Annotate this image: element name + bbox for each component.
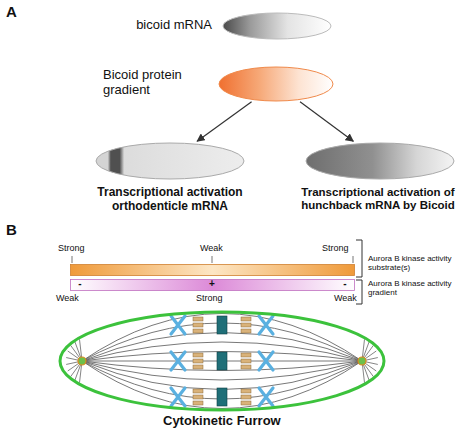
embryo-outline — [96, 143, 244, 179]
chromatid — [259, 352, 273, 370]
intensity-label: Strong — [58, 244, 85, 254]
chromatid — [259, 388, 273, 406]
mrna-embryo-shape — [222, 12, 332, 40]
protein-embryo: Bicoid protein gradient — [218, 66, 334, 102]
substrate-bar-shape — [70, 264, 355, 276]
orthodenticle-embryo: Transcriptional activation orthodenticle… — [95, 142, 245, 180]
gradient-bar: -+-Aurora B kinase activity gradient — [70, 279, 355, 291]
kinetochore — [193, 317, 203, 321]
intensity-label: Weak — [200, 244, 223, 254]
embryo-outline — [219, 67, 333, 101]
kinetochore — [241, 395, 251, 399]
midzone-block — [217, 388, 227, 406]
hunchback-embryo: Transcriptional activation of hunchback … — [305, 142, 455, 180]
panel-letter: B — [6, 222, 17, 239]
intensity-label: Weak — [56, 294, 79, 304]
protein-embryo-shape — [218, 66, 334, 102]
chromatid — [171, 388, 185, 406]
chromatid — [259, 316, 273, 334]
embryo-caption: bicoid mRNA — [104, 18, 212, 33]
kinetochore — [193, 353, 203, 357]
kinetochore — [193, 329, 203, 333]
arrow-connector — [197, 102, 251, 142]
embryo-outline — [223, 13, 331, 39]
tick-marks — [72, 256, 353, 263]
embryo-caption: Transcriptional activation of hunchback … — [283, 186, 473, 212]
intensity-label: Strong — [322, 244, 349, 254]
sign-mark: + — [206, 278, 218, 290]
sign-mark: - — [339, 278, 351, 290]
intensity-label: Strong — [196, 294, 223, 304]
kinetochore — [241, 365, 251, 369]
mitotic-spindle — [60, 312, 384, 410]
kinetochore — [193, 359, 203, 363]
chromatid — [171, 316, 185, 334]
panel-letter: A — [6, 4, 17, 21]
embryo-caption: Transcriptional activation orthodenticle… — [77, 186, 263, 214]
kinetochore — [193, 323, 203, 327]
kinetochore — [193, 395, 203, 399]
hunchback-embryo-shape — [305, 142, 455, 180]
gradient-bar-fill — [71, 265, 355, 276]
kinetochore — [241, 389, 251, 393]
figure-caption-label: Cytokinetic Furrow — [163, 414, 281, 428]
midzone-block — [217, 352, 227, 370]
spindle-pole — [78, 357, 86, 365]
orthodenticle-embryo-shape — [95, 142, 245, 180]
sign-mark: - — [74, 278, 86, 290]
kinetochore — [193, 365, 203, 369]
mrna-embryo: bicoid mRNA — [222, 12, 332, 40]
bracket — [356, 240, 362, 277]
midzone-block — [217, 316, 227, 334]
kinetochore — [241, 353, 251, 357]
intensity-label: Weak — [334, 294, 357, 304]
kinetochore — [241, 401, 251, 405]
cell-outline — [60, 312, 384, 410]
kinetochore — [241, 317, 251, 321]
chromatid — [171, 352, 185, 370]
arrow-connector — [300, 102, 353, 141]
spindle-pole — [358, 357, 366, 365]
kinetochore — [193, 401, 203, 405]
kinetochore — [193, 389, 203, 393]
bar-caption: Aurora B kinase activity gradient — [368, 279, 472, 297]
kinetochore — [241, 323, 251, 327]
bar-caption: Aurora B kinase activity substrate(s) — [368, 254, 472, 272]
embryo-outline — [306, 143, 454, 179]
substrate-bar: Aurora B kinase activity substrate(s) — [70, 264, 355, 276]
bracket — [356, 280, 362, 304]
kinetochore — [241, 359, 251, 363]
kinetochore — [241, 329, 251, 333]
embryo-caption: Bicoid protein gradient — [103, 68, 203, 98]
